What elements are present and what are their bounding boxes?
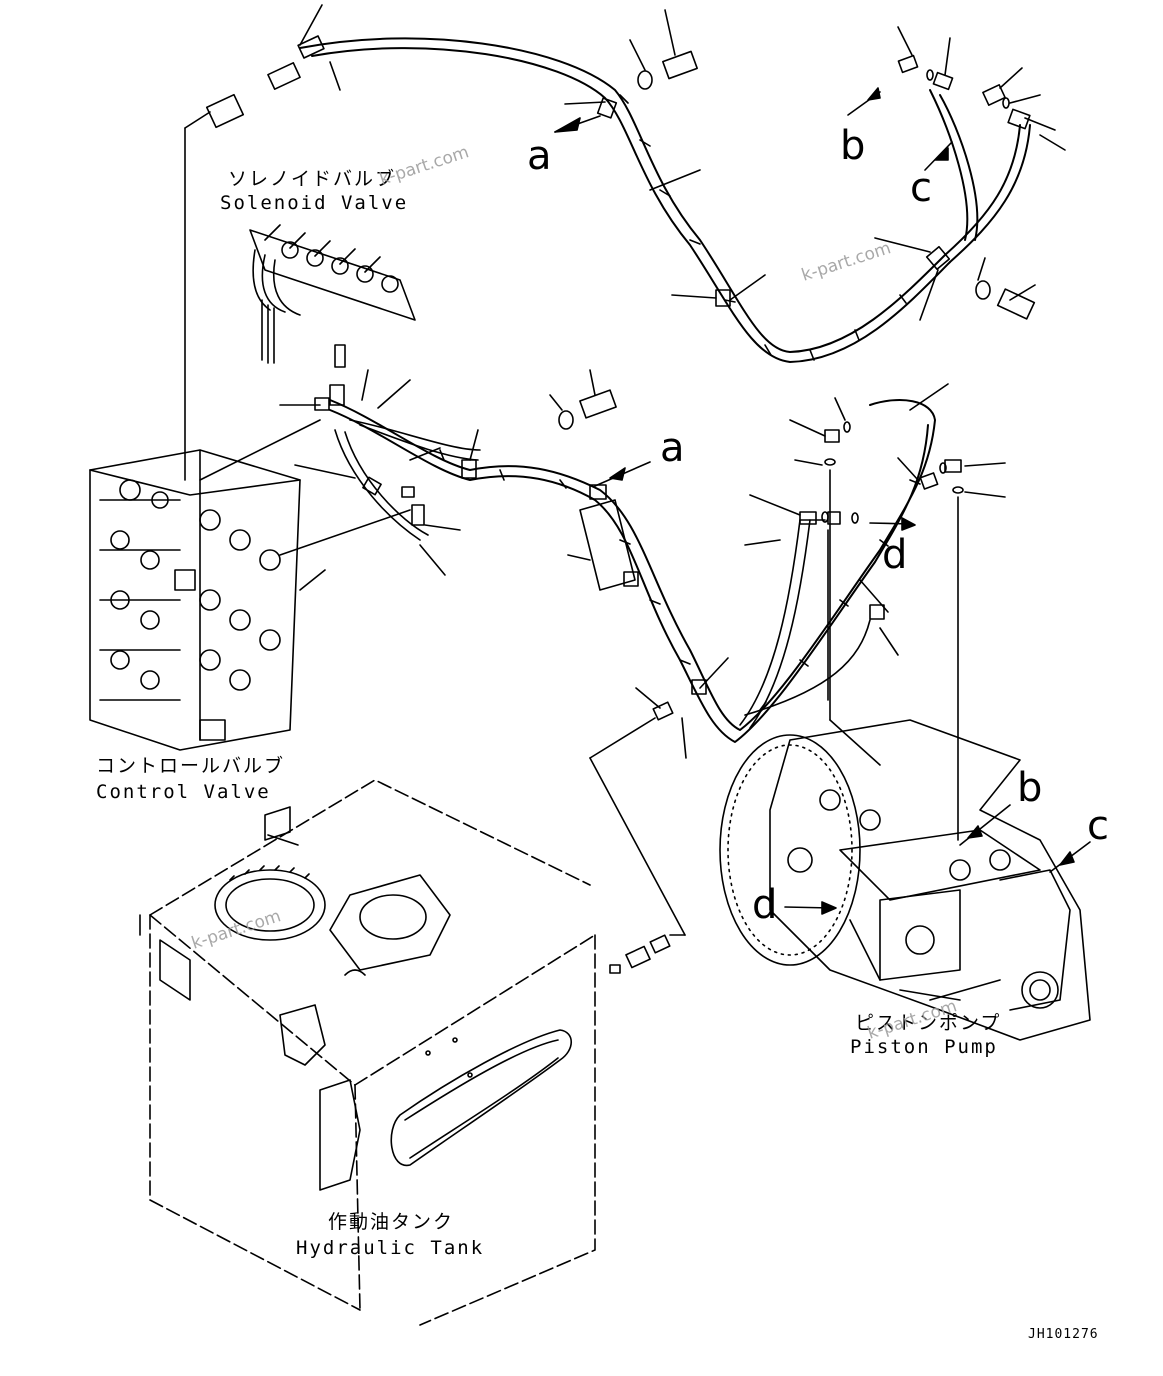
solenoid-valve-block <box>249 224 416 368</box>
top-right-fittings <box>897 26 1066 151</box>
connection-lines <box>589 469 959 936</box>
leader-lines-top <box>554 87 953 321</box>
control-valve-leaders <box>199 419 411 591</box>
hydraulic-tank-label-en: Hydraulic Tank <box>296 1237 485 1259</box>
middle-hose-assembly <box>329 399 936 743</box>
piston-pump-label-ja: ピストンポンプ <box>855 1012 1002 1034</box>
pump-arrows <box>784 804 1091 915</box>
ref-letter-d-middle: d <box>882 532 908 578</box>
middle-fittings <box>314 384 964 721</box>
bolts-and-washers <box>549 9 1036 430</box>
ref-letter-d-pump: d <box>752 882 778 928</box>
top-left-fittings <box>184 4 341 481</box>
middle-leader-lines <box>279 369 1006 759</box>
solenoid-valve-label-ja: ソレノイドバルブ <box>228 168 397 190</box>
solenoid-valve-label-en: Solenoid Valve <box>220 192 409 214</box>
top-hose-assembly <box>299 37 1031 363</box>
ref-letter-c-pump: c <box>1087 803 1109 849</box>
control-valve-block <box>89 449 301 751</box>
piston-pump-label-en: Piston Pump <box>850 1036 998 1058</box>
ref-letter-b-top: b <box>840 123 866 169</box>
ref-letter-a-middle: a <box>660 425 685 471</box>
drawing-code: JH101276 <box>1028 1327 1099 1342</box>
hydraulic-tank <box>139 779 686 1326</box>
ref-letter-c-top: c <box>910 165 932 211</box>
ref-letter-b-pump: b <box>1017 765 1043 811</box>
hydraulic-tank-label-ja: 作動油タンク <box>328 1211 455 1233</box>
ref-letter-a-top: a <box>527 133 552 179</box>
piston-pump <box>719 719 1091 1041</box>
control-valve-label-ja: コントロールバルブ <box>96 755 286 777</box>
control-valve-label-en: Control Valve <box>96 781 271 803</box>
